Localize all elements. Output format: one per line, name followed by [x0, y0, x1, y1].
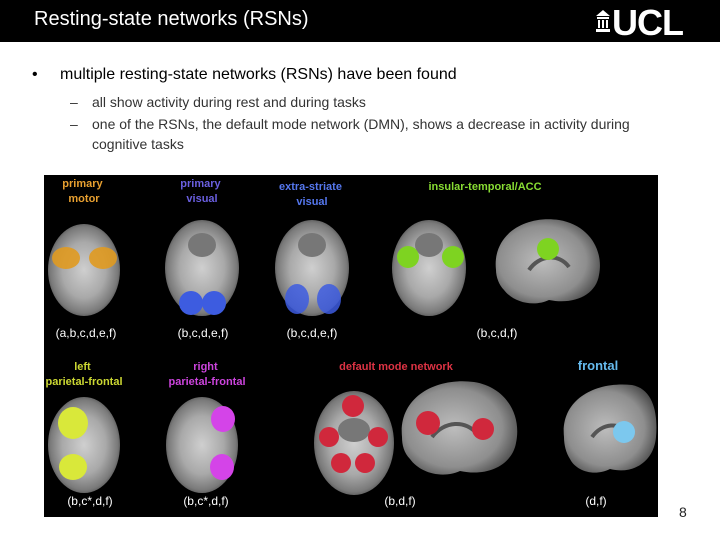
letters-primary-motor: (a,b,c,d,e,f) [56, 326, 117, 340]
brain-extra-striate-visual [275, 220, 349, 316]
brain-insular-sagittal [495, 219, 600, 304]
letters-extra-striate: (b,c,d,e,f) [287, 326, 338, 340]
letters-insular: (b,c,d,f) [477, 326, 518, 340]
letters-frontal: (d,f) [585, 494, 606, 508]
ucl-portico-icon [596, 10, 610, 32]
dmn-blob-left [319, 427, 339, 447]
brain-insular-axial [392, 220, 466, 316]
title-bar: Resting-state networks (RSNs) UCL [0, 0, 720, 43]
letters-primary-visual: (b,c,d,e,f) [178, 326, 229, 340]
dmn-blob-front [342, 395, 364, 417]
slide-title: Resting-state networks (RSNs) [34, 8, 309, 30]
brain-dmn-axial [314, 391, 394, 495]
brain-primary-visual [165, 220, 239, 316]
sub-bullet-marker: – [70, 116, 78, 132]
brain-right-parietal-frontal [166, 397, 238, 493]
label-extra-striate-visual: extra-striate visual [279, 181, 345, 208]
extrastriate-blob-right [317, 284, 341, 314]
dmn-blob-back-right [355, 453, 375, 473]
brain-left-parietal-frontal [48, 397, 120, 493]
logo-text: UCL [612, 2, 684, 43]
label-right-parietal-frontal: right parietal-frontal [168, 361, 245, 388]
label-primary-visual: primary visual [180, 178, 223, 205]
dmn-sag-blob-back [472, 418, 494, 440]
visual-blob-right [202, 291, 226, 315]
dmn-blob-right [368, 427, 388, 447]
insular-blob-left [397, 246, 419, 268]
page-number: 8 [679, 504, 687, 520]
motor-blob-left [52, 247, 80, 269]
label-left-parietal-frontal: left parietal-frontal [45, 361, 122, 388]
frontal-blob [613, 421, 635, 443]
extrastriate-blob-left [285, 284, 309, 314]
sub-bullet-marker: – [70, 94, 78, 110]
insular-blob-right [442, 246, 464, 268]
brain-primary-motor [48, 224, 120, 316]
letters-left-pf: (b,c*,d,f) [67, 494, 112, 508]
sub-bullet-text: all show activity during rest and during… [92, 94, 366, 110]
letters-dmn: (b,d,f) [384, 494, 415, 508]
acc-blob [537, 238, 559, 260]
bullet-text: multiple resting-state networks (RSNs) h… [60, 66, 457, 83]
label-frontal: frontal [578, 358, 618, 373]
motor-blob-right [89, 247, 117, 269]
left-pf-blob-lower [59, 454, 87, 480]
right-pf-blob-lower [210, 454, 234, 480]
ucl-logo: UCL [596, 2, 706, 43]
letters-right-pf: (b,c*,d,f) [183, 494, 228, 508]
brain-panels-svg: primary motor primary visual extra-stria… [45, 178, 657, 508]
dmn-blob-back-left [331, 453, 351, 473]
brain-dmn-sagittal [401, 381, 518, 475]
visual-blob-left [179, 291, 203, 315]
right-pf-blob-upper [211, 406, 235, 432]
brain-frontal-sagittal [563, 384, 657, 473]
label-insular-temporal-acc: insular-temporal/ACC [428, 181, 541, 193]
rsn-brain-figure: primary motor primary visual extra-stria… [44, 175, 658, 517]
left-pf-blob-upper [58, 407, 88, 439]
label-primary-motor: primary motor [62, 178, 105, 205]
bullet-marker: • [32, 66, 38, 83]
label-default-mode-network: default mode network [339, 361, 454, 373]
dmn-sag-blob-front [416, 411, 440, 435]
sub-bullet-text: one of the RSNs, the default mode networ… [92, 116, 630, 152]
